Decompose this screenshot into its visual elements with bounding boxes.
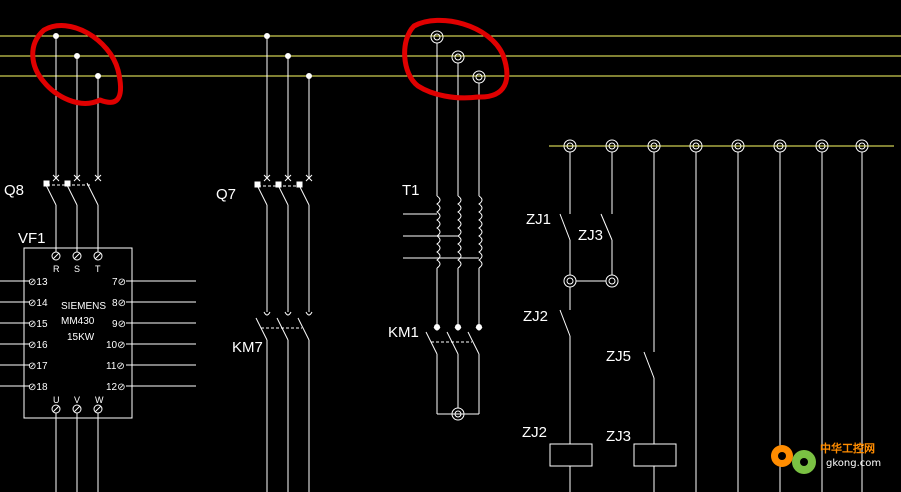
vfd-output-u: U [53,395,60,405]
km7-label: KM7 [232,339,263,356]
terminal-label: ⊘13 [28,277,48,288]
t1-label: T1 [402,182,420,199]
zj3-contact-label: ZJ3 [578,227,603,244]
zj2-contact-label: ZJ2 [523,308,548,325]
gkong-logo: 中华工控网 gkong.com [771,441,881,474]
zj5-label: ZJ5 [606,348,631,365]
terminal-label: 7⊘ [112,277,126,288]
terminal-label: ⊘16 [28,340,48,351]
km1-label: KM1 [388,324,419,341]
terminal-label: 8⊘ [112,298,126,309]
vfd-output-v: V [74,395,80,405]
vf1-label: VF1 [18,230,46,247]
vfd-brand: SIEMENS [61,301,106,312]
vfd-input-s: S [74,264,80,274]
terminal-label: 10⊘ [106,340,126,351]
coil-zj2 [549,443,593,467]
terminal-label: ⊘17 [28,361,48,372]
q7-label: Q7 [216,186,236,203]
q8-branch [43,33,102,252]
terminal-label: ⊘18 [28,382,48,393]
control-wiring [549,152,863,492]
vfd-input-t: T [95,264,101,274]
vfd-left-terminals: ⊘13 ⊘14 ⊘15 ⊘16 ⊘17 ⊘18 [28,277,48,393]
terminal-label: ⊘14 [28,298,48,309]
terminal-label: 12⊘ [106,382,126,393]
logo-cn-text: 中华工控网 [820,441,875,455]
vfd-power: 15KW [67,332,95,343]
coil-zj3 [633,443,677,467]
zj3-coil-label: ZJ3 [606,428,631,445]
annotation-circle-right [402,17,510,101]
terminal-label: 11⊘ [106,361,125,372]
zj1-label: ZJ1 [526,211,551,228]
terminal-label: 9⊘ [112,319,126,330]
main-bus [0,35,901,77]
terminal-label: ⊘15 [28,319,48,330]
vfd-input-r: R [53,264,60,274]
q7-branch [254,33,313,492]
t1-branch [403,30,486,421]
vfd-output-w: W [95,395,104,405]
logo-en-text: gkong.com [826,458,881,469]
zj2-coil-label: ZJ2 [522,424,547,441]
q8-label: Q8 [4,182,24,199]
vfd-vf1 [0,247,196,492]
vfd-right-terminals: 7⊘ 8⊘ 9⊘ 10⊘ 11⊘ 12⊘ [106,277,126,393]
annotation-circle-left [30,23,124,106]
vfd-model: MM430 [61,316,95,327]
gear-icon [771,445,816,474]
